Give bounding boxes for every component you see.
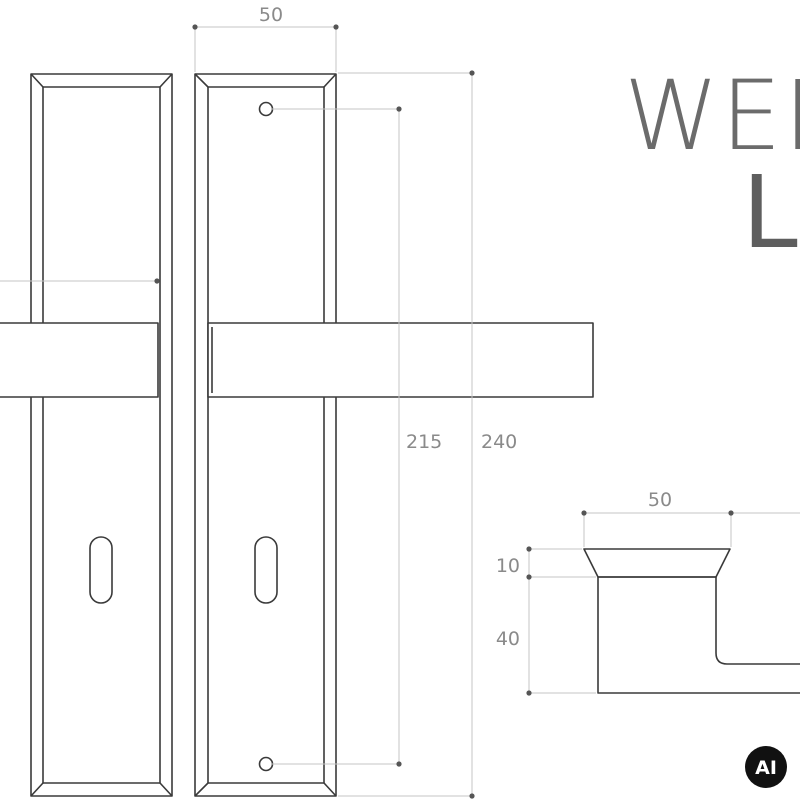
front-keyhole: [254, 536, 278, 604]
top-screw-hole: [258, 101, 274, 117]
lever-profile-outer: [597, 577, 800, 694]
width-dimension-front: 50: [192, 4, 339, 72]
width-label-front: 50: [259, 4, 283, 26]
bottom-screw-hole: [258, 756, 274, 772]
side-plate-inner: [42, 86, 161, 784]
lever-height-label: 40: [496, 628, 520, 650]
ai-badge-circle: [745, 746, 787, 788]
title-text: WEF: [624, 60, 800, 172]
rose-profile: [583, 548, 731, 578]
front-plate-inner: [207, 86, 325, 784]
height-label: 240: [481, 431, 517, 453]
ai-badge-label: AI: [755, 757, 777, 779]
height-dimension: 240: [338, 70, 517, 799]
front-lever-arm: [207, 322, 594, 398]
ai-badge: AI: [745, 746, 787, 788]
width-label-top: 50: [648, 489, 672, 511]
side-view-plate: [0, 73, 173, 797]
subtitle-text: L: [742, 154, 798, 271]
side-plate-outer: [30, 73, 173, 797]
top-view-lever: [583, 548, 800, 694]
lever-profile-inner: [715, 577, 800, 665]
front-view-plate: [194, 73, 594, 797]
front-plate-outer: [194, 73, 337, 797]
height-dimensions-top: 10 40: [496, 546, 596, 696]
rose-height-label: 10: [496, 555, 520, 577]
side-keyhole: [89, 536, 113, 604]
hole-spacing-label: 215: [406, 431, 442, 453]
width-dimension-top: 50: [581, 489, 800, 547]
side-lever-arm: [0, 322, 159, 398]
hole-spacing-dimension: 215: [272, 106, 442, 767]
